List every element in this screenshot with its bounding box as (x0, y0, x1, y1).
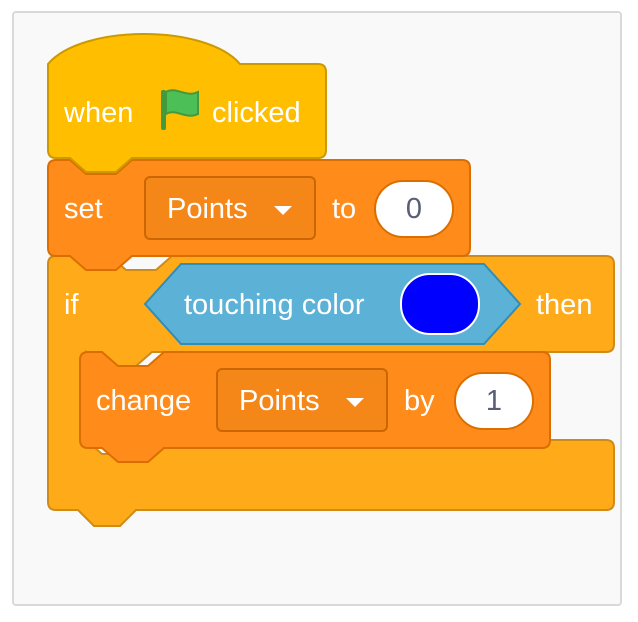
if-label: if (64, 289, 79, 321)
set-block-body[interactable] (47, 159, 471, 271)
change-block-body[interactable] (79, 351, 551, 463)
then-label: then (536, 289, 593, 321)
by-label: by (404, 385, 435, 417)
green-flag-icon (161, 89, 199, 130)
change-label: change (96, 385, 192, 417)
set-label: set (64, 193, 103, 225)
when-label: when (64, 97, 134, 129)
set-variable-name: Points (167, 193, 248, 225)
dropdown-caret-icon (274, 206, 292, 215)
change-value-input[interactable]: 1 (454, 372, 534, 430)
to-label: to (332, 193, 357, 225)
touching-color-label: touching color (184, 289, 365, 321)
dropdown-caret-icon (346, 398, 364, 407)
clicked-label: clicked (212, 97, 301, 129)
change-variable-name: Points (239, 385, 320, 417)
set-value-input[interactable]: 0 (374, 180, 454, 238)
set-variable-dropdown[interactable]: Points (144, 176, 316, 240)
change-variable-dropdown[interactable]: Points (216, 368, 388, 432)
color-swatch-picker[interactable] (400, 273, 480, 335)
